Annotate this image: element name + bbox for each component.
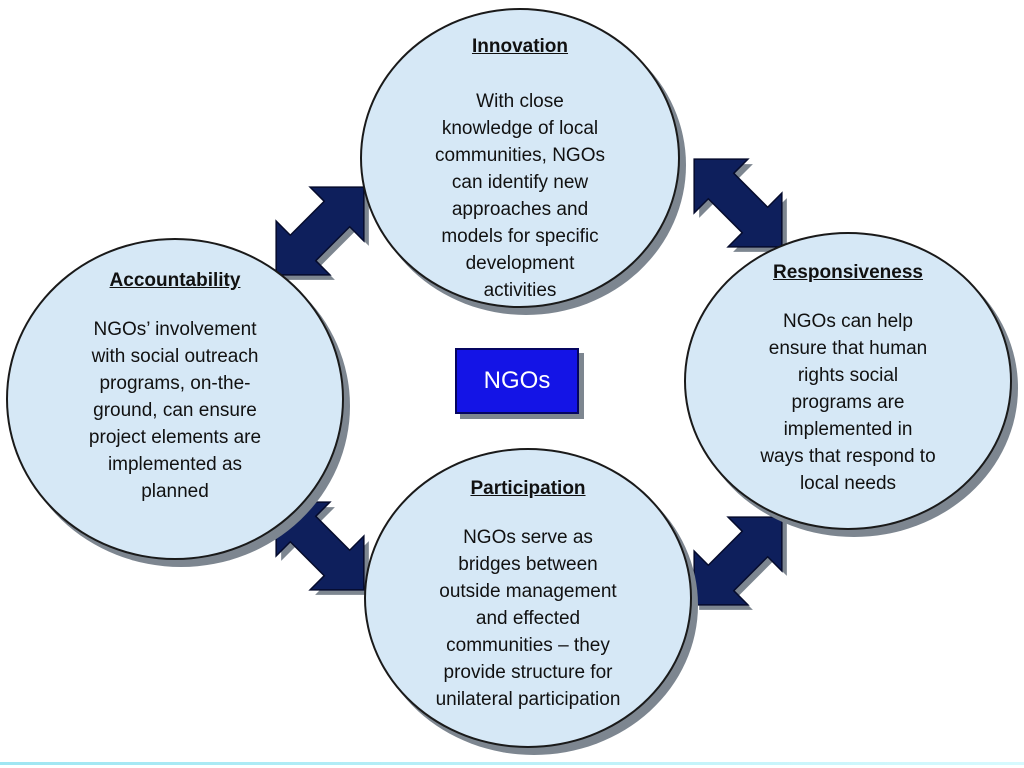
accountability-text: NGOs’ involvement with social outreach p… bbox=[88, 319, 262, 502]
participation-title: Participation bbox=[470, 478, 586, 499]
innovation-circle: Innovation With close knowledge of local… bbox=[360, 8, 680, 308]
innovation-title: Innovation bbox=[471, 36, 569, 57]
responsiveness-text: NGOs can help ensure that human rights s… bbox=[760, 311, 936, 494]
innovation-text: With close knowledge of local communitie… bbox=[435, 91, 605, 301]
participation-circle: Participation NGOs serve as bridges betw… bbox=[364, 448, 692, 748]
accountability-circle: Accountability NGOs’ involvement with so… bbox=[6, 238, 344, 560]
participation-text: NGOs serve as bridges between outside ma… bbox=[435, 527, 621, 710]
responsiveness-title: Responsiveness bbox=[773, 262, 923, 283]
bottom-accent-line bbox=[0, 762, 1024, 765]
center-label: NGOs bbox=[483, 367, 551, 394]
accountability-title: Accountability bbox=[109, 270, 241, 291]
responsiveness-circle: Responsiveness NGOs can help ensure that… bbox=[684, 232, 1012, 530]
center-ngos-box: NGOs bbox=[455, 348, 579, 414]
